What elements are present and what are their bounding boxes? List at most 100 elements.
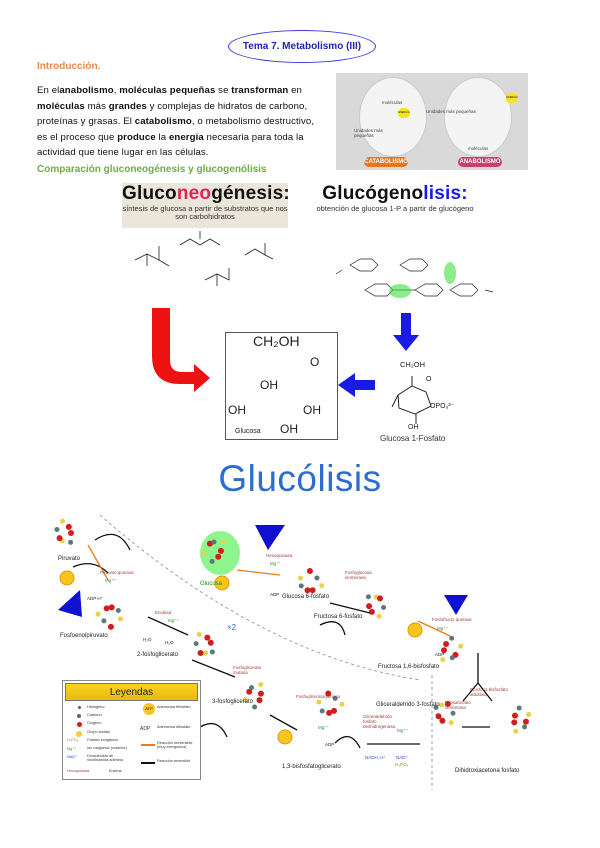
- dashed-divider: [99, 514, 421, 681]
- glycogenolysis-title-box: Glucógenolisis: obtención de glucosa 1-P…: [315, 183, 475, 213]
- paragraph-run: ,: [113, 85, 120, 96]
- legend-arrow: [141, 744, 155, 746]
- glucose-label: Glucosa: [235, 428, 261, 435]
- atom: [325, 690, 332, 697]
- atom: [522, 718, 529, 725]
- metabolite-label: 1,3-bisfosfatoglicerato: [282, 764, 341, 770]
- adp-label: ADP: [325, 742, 335, 747]
- atp-icon: [277, 729, 293, 745]
- atom: [246, 688, 253, 695]
- glycogen-highlight: [389, 284, 411, 298]
- paragraph-run: necesaria para toda la actividad que tie…: [37, 131, 304, 159]
- molecule-icon: [365, 594, 387, 619]
- atom: [319, 583, 325, 589]
- atom: [258, 681, 264, 687]
- atom: [196, 631, 202, 637]
- atp-icon: [59, 570, 75, 586]
- atom: [377, 595, 384, 602]
- gluconeogenesis-glycogenolysis-figure: Gluconeogénesis: síntesis de glucosa a p…: [110, 180, 495, 450]
- atom: [439, 702, 445, 708]
- molecule-icon: [95, 604, 123, 630]
- legend-swatch: [76, 722, 82, 727]
- atom: [217, 547, 224, 554]
- inhibition-triangle-3: [444, 595, 468, 615]
- mg-label: Mg⁺⁺: [318, 725, 330, 730]
- enzyme-label: Fosfoglucosa isomerasa: [345, 570, 372, 580]
- legend-item: Dinucleótido de nicotinamida adenina: [87, 754, 123, 762]
- g1p-oh: OH: [408, 424, 419, 431]
- paragraph-run: energía: [168, 131, 204, 143]
- label-unidades-2: Unidades más pequeñas: [426, 109, 476, 114]
- legend-sample: NAD⁺: [67, 755, 78, 759]
- label-unidades: Unidades más pequeñas: [354, 128, 383, 138]
- mg-label: Mg⁺⁺: [270, 561, 282, 566]
- lisis-t1: Glucógeno: [322, 183, 424, 204]
- h2o-label: H₂O: [165, 640, 174, 645]
- atom: [209, 649, 215, 655]
- legend-item: Fosfato inorgánico: [87, 738, 119, 742]
- atom: [304, 587, 311, 594]
- g1p-o: O: [426, 376, 432, 383]
- atom: [207, 639, 214, 646]
- inhibition-triangle-1: [255, 525, 285, 550]
- glycolysis-title: Glucólisis: [218, 458, 382, 499]
- legend-title: Leyendas: [65, 683, 198, 701]
- metabolite-label: Fosfoenolpiruvato: [60, 633, 108, 639]
- legend-sample: Mg⁺⁺: [67, 747, 77, 751]
- adp-label: ADP: [435, 652, 445, 657]
- legend-item: Enzima: [109, 769, 122, 773]
- metabolite-label: Glucosa: [200, 581, 223, 587]
- paragraph-run: en: [288, 85, 302, 96]
- atom: [68, 539, 74, 545]
- atom: [513, 728, 519, 734]
- comparison-heading: Comparación gluconeogénesis y glucogenól…: [37, 164, 267, 175]
- label-moleculas-2: moléculas: [468, 146, 489, 151]
- enzyme-label: Fosfogliceratoquinasa: [296, 694, 341, 699]
- metabolite-label: Piruvato: [58, 556, 81, 562]
- enzyme-label: Fosfoglicerato mutasa: [233, 665, 262, 675]
- paragraph-run: la: [155, 131, 169, 143]
- legend-item: Oxígeno: [87, 721, 102, 725]
- molecule-drawings: [134, 231, 494, 424]
- atom: [209, 558, 215, 564]
- mg-label: Mg⁺⁺: [397, 728, 409, 733]
- page-title: Tema 7. Metabolismo (III): [228, 30, 376, 63]
- legend-item: Carbono: [87, 713, 102, 717]
- atom: [448, 720, 454, 726]
- paragraph-run: , o metabolismo destructivo, es el proce…: [37, 116, 315, 143]
- glycogen-highlight-2: [444, 262, 456, 284]
- atom: [381, 604, 387, 610]
- atom: [95, 611, 101, 617]
- atom: [439, 717, 446, 724]
- label-moleculas: moléculas: [382, 100, 403, 105]
- paragraph-run: catabolismo: [134, 116, 192, 128]
- paragraph-run: moléculas: [37, 100, 85, 112]
- paragraph-run: más: [84, 100, 109, 112]
- legend-swatch: [76, 731, 82, 737]
- molecule-icon: [54, 518, 74, 545]
- legend-swatch: [77, 706, 81, 709]
- metabolite-label: Fructosa 6-fosfato: [314, 614, 363, 620]
- atom: [435, 713, 442, 720]
- atom: [443, 640, 450, 647]
- glucose1p-ring: [391, 376, 432, 424]
- atom: [56, 535, 63, 542]
- atom: [458, 643, 464, 649]
- g1p-opo3: OPO₃²⁻: [430, 403, 455, 410]
- atom: [331, 707, 338, 714]
- glycolysis-diagram: [54, 514, 532, 790]
- legend-item: Reacción reversible: [157, 759, 191, 763]
- legend-item: Hidrógeno: [87, 705, 105, 709]
- atom: [256, 697, 263, 704]
- paragraph-run: grandes: [108, 100, 147, 112]
- atom: [59, 518, 65, 524]
- atom: [252, 704, 258, 710]
- enzyme-label: Fosfofructo quinasa: [432, 617, 472, 622]
- enzyme-label: Gliceraldehído fosfato deshidrogenasa: [363, 714, 396, 729]
- neo-t2: neo: [176, 183, 212, 204]
- atom: [516, 705, 522, 711]
- atom: [68, 530, 74, 536]
- glucose-oh: OH: [260, 378, 278, 392]
- atom: [103, 605, 110, 612]
